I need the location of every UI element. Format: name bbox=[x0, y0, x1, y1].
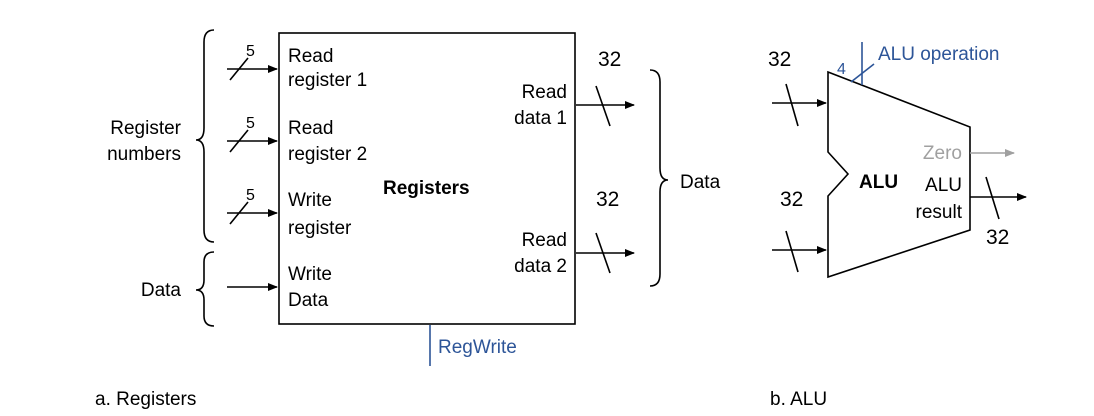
alu: ALU ALU result Zero bbox=[827, 70, 971, 279]
alu-result-label-line1: ALU bbox=[925, 175, 962, 196]
regwrite-control: RegWrite bbox=[429, 325, 517, 366]
alu-caption: b. ALU bbox=[770, 389, 827, 410]
read-register-1-width: 5 bbox=[246, 43, 255, 60]
regwrite-label: RegWrite bbox=[438, 337, 517, 358]
read-register-1-label-line2: register 1 bbox=[288, 70, 367, 91]
data-in-brace: Data bbox=[141, 251, 215, 327]
register-output-arrows: 32 32 bbox=[576, 48, 635, 274]
alu-result-bus-slash bbox=[985, 176, 1000, 220]
register-file-label: Registers bbox=[383, 178, 470, 199]
read-data-2-label-line1: Read bbox=[522, 230, 567, 251]
read-register-1-label-line1: Read bbox=[288, 46, 333, 67]
data-in-brace-shape bbox=[195, 251, 215, 327]
read-data-2-width: 32 bbox=[596, 188, 619, 211]
read-register-2-width: 5 bbox=[246, 115, 255, 132]
alu-output-arrows: 32 bbox=[970, 149, 1027, 249]
registers-caption: a. Registers bbox=[95, 389, 196, 410]
read-register-2-label-line1: Read bbox=[288, 118, 333, 139]
alu-input-arrows: 32 32 bbox=[768, 48, 827, 273]
alu-operation-control: 4 ALU operation bbox=[837, 42, 999, 85]
read-data-2-label-line2: data 2 bbox=[514, 256, 567, 277]
data-out-brace: Data bbox=[649, 69, 721, 287]
read-data-1-label-line2: data 1 bbox=[514, 108, 567, 129]
register-numbers-label-line2: numbers bbox=[107, 144, 181, 165]
read-data-1-width: 32 bbox=[598, 48, 621, 71]
register-numbers-brace: Register numbers bbox=[107, 29, 215, 243]
write-data-label-line1: Write bbox=[288, 264, 332, 285]
read-data-2-bus-slash bbox=[595, 232, 611, 274]
alu-operation-bus-slash bbox=[850, 63, 875, 83]
alu-shape bbox=[827, 70, 971, 279]
data-out-brace-shape bbox=[649, 69, 669, 287]
read-register-2-bus-slash bbox=[229, 129, 249, 153]
write-register-width: 5 bbox=[246, 187, 255, 204]
alu-input-a-bus-slash bbox=[785, 83, 799, 127]
write-register-label-line1: Write bbox=[288, 190, 332, 211]
write-data-label-line2: Data bbox=[288, 290, 329, 311]
register-numbers-brace-shape bbox=[195, 29, 215, 243]
read-register-2-label-line2: register 2 bbox=[288, 144, 367, 165]
alu-input-b-bus-slash bbox=[785, 230, 799, 273]
register-numbers-label-line1: Register bbox=[110, 118, 181, 139]
alu-input-a-width: 32 bbox=[768, 48, 791, 71]
read-register-1-bus-slash bbox=[229, 57, 249, 81]
alu-label: ALU bbox=[859, 172, 898, 193]
alu-operation-width: 4 bbox=[837, 61, 846, 78]
alu-input-b-width: 32 bbox=[780, 188, 803, 211]
register-input-arrows: 5 5 5 bbox=[227, 43, 278, 291]
data-out-label: Data bbox=[680, 172, 721, 193]
alu-result-label-line2: result bbox=[916, 202, 963, 223]
register-file-box bbox=[278, 32, 576, 325]
read-data-1-bus-slash bbox=[595, 85, 611, 127]
read-data-1-label-line1: Read bbox=[522, 82, 567, 103]
alu-operation-label: ALU operation bbox=[878, 44, 999, 65]
alu-result-width: 32 bbox=[986, 226, 1009, 249]
write-register-label-line2: register bbox=[288, 218, 352, 239]
write-register-bus-slash bbox=[229, 201, 249, 225]
register-file: Registers Read register 1 Read register … bbox=[278, 32, 576, 325]
zero-label: Zero bbox=[923, 143, 962, 164]
data-in-label: Data bbox=[141, 280, 182, 301]
